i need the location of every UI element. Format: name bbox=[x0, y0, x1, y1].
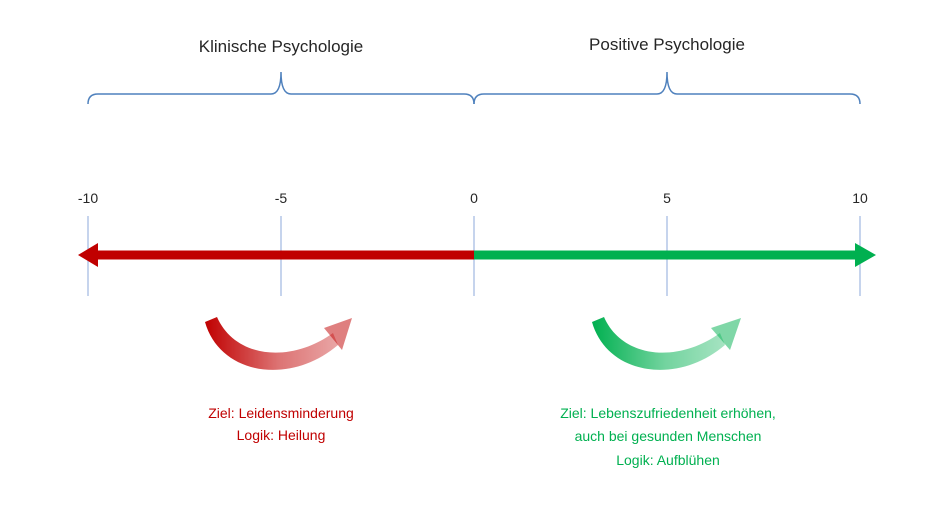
tick-label: -5 bbox=[275, 190, 288, 206]
bracket-clinical bbox=[87, 71, 475, 105]
tick-label: -10 bbox=[78, 190, 98, 206]
bracket-positive bbox=[473, 71, 861, 105]
caption-positive-goal: Ziel: Lebenszufriedenheit erhöhen, bbox=[560, 405, 776, 421]
scale-ticks: -10 -5 0 5 10 bbox=[78, 190, 868, 296]
curved-arrow-clinical bbox=[205, 317, 352, 370]
caption-clinical-logic: Logik: Heilung bbox=[237, 427, 326, 443]
caption-clinical-goal: Ziel: Leidensminderung bbox=[208, 405, 354, 421]
axis-arrow-positive bbox=[474, 243, 876, 267]
caption-positive-logic: Logik: Aufblühen bbox=[616, 452, 720, 468]
tick-label: 10 bbox=[852, 190, 868, 206]
axis-arrow-negative bbox=[78, 243, 474, 267]
section-title-clinical: Klinische Psychologie bbox=[199, 37, 363, 56]
tick-label: 5 bbox=[663, 190, 671, 206]
caption-positive-context: auch bei gesunden Menschen bbox=[575, 428, 762, 444]
tick-label: 0 bbox=[470, 190, 478, 206]
section-title-positive: Positive Psychologie bbox=[589, 35, 745, 54]
curved-arrow-positive bbox=[592, 317, 741, 370]
